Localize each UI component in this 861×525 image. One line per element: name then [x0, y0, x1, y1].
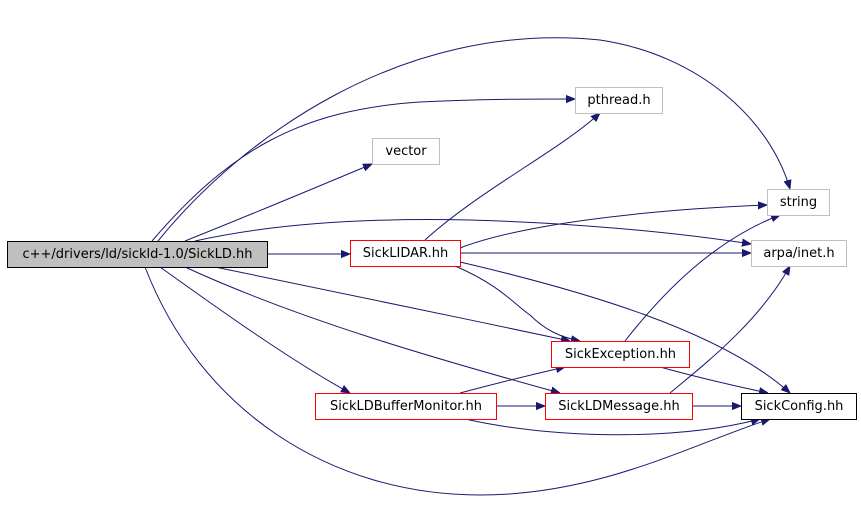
edge-line [464, 419, 760, 436]
node-sicklidar[interactable]: SickLIDAR.hh [350, 240, 461, 267]
node-box [575, 87, 663, 114]
node-box [741, 393, 857, 420]
edge-line [624, 215, 780, 342]
edge-line [659, 366, 768, 393]
node-box [545, 393, 693, 420]
node-label: SickException.hh [565, 347, 676, 362]
edge-sickld-to-inet [194, 219, 751, 244]
edge-sickld-to-string [157, 37, 790, 242]
node-sickconfig[interactable]: SickConfig.hh [741, 393, 857, 420]
edge-sicklidar-to-sickconfig [459, 261, 790, 393]
edge-line [459, 261, 790, 393]
node-label: SickLIDAR.hh [363, 246, 448, 261]
node-sickexception[interactable]: SickException.hh [551, 341, 690, 368]
node-box [751, 240, 847, 267]
edge-line [159, 266, 350, 393]
edge-line [459, 367, 565, 394]
edge-sickexception-to-sickconfig [659, 366, 768, 393]
edge-line [669, 266, 790, 394]
edge-sickldbuffermonitor-to-sickconfig [464, 419, 760, 436]
edge-sickld-to-sickexception [214, 266, 570, 341]
node-inet: arpa/inet.h [751, 240, 847, 267]
node-label: SickConfig.hh [755, 399, 844, 414]
node-label: SickLDBufferMonitor.hh [330, 399, 482, 414]
edge-line [459, 205, 767, 249]
node-string: string [767, 189, 830, 216]
edge-sicklidar-to-sickexception [454, 265, 580, 341]
edge-line [144, 266, 770, 496]
edge-line [454, 265, 580, 341]
edge-sickld-to-sickldbuffermonitor [159, 266, 350, 393]
node-sickld: c++/drivers/ld/sickld-1.0/SickLD.hh [7, 241, 268, 268]
node-box [350, 240, 461, 267]
node-box [767, 189, 830, 216]
edges [144, 37, 790, 496]
edge-sickldbuffermonitor-to-sickexception [459, 367, 565, 394]
edge-sicklidar-to-pthread [424, 113, 600, 241]
edge-sickldmessage-to-inet [669, 266, 790, 394]
node-box [551, 341, 690, 368]
node-label: c++/drivers/ld/sickld-1.0/SickLD.hh [22, 247, 252, 262]
edge-line [424, 113, 600, 241]
node-label: string [780, 195, 817, 210]
node-sickldbuffermonitor[interactable]: SickLDBufferMonitor.hh [315, 393, 497, 420]
edge-sicklidar-to-string [459, 205, 767, 249]
node-box [315, 393, 497, 420]
node-label: arpa/inet.h [763, 246, 834, 261]
node-sickldmessage[interactable]: SickLDMessage.hh [545, 393, 693, 420]
node-vector: vector [372, 138, 440, 165]
nodes: c++/drivers/ld/sickld-1.0/SickLD.hh pthre… [7, 87, 857, 420]
edge-line [194, 219, 751, 244]
edge-line [184, 164, 372, 242]
node-box [372, 138, 440, 165]
node-label: vector [385, 144, 427, 159]
edge-line [151, 99, 575, 242]
node-label: SickLDMessage.hh [558, 399, 679, 414]
edge-sickld-to-pthread [151, 99, 575, 242]
edge-sickexception-to-string [624, 215, 780, 342]
node-label: pthread.h [587, 93, 650, 108]
edge-line [157, 37, 790, 242]
node-pthread: pthread.h [575, 87, 663, 114]
edge-line [214, 266, 570, 341]
edge-line [184, 266, 560, 393]
edge-sickld-to-sickconfig [144, 266, 770, 496]
node-box [7, 241, 268, 268]
edge-sickld-to-sickldmessage [184, 266, 560, 393]
edge-sickld-to-vector [184, 164, 372, 242]
